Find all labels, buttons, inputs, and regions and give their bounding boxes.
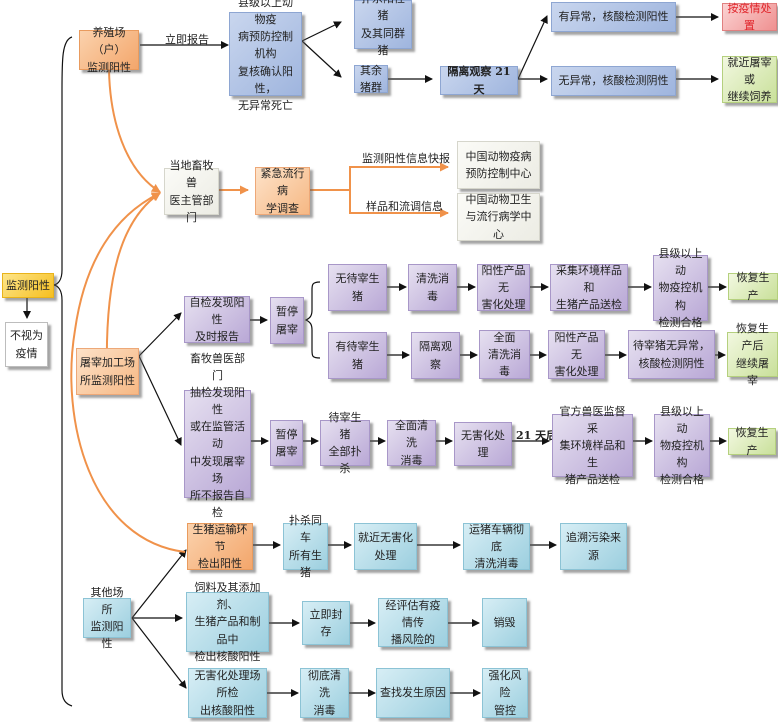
rest-herd-box: 其余猪群 bbox=[354, 64, 388, 94]
harmless-treatment-box-2: 阳性产品无 害化处理 bbox=[548, 330, 605, 379]
risk-assessed-box: 经评估有疫情传 播风险的 bbox=[378, 598, 448, 647]
resume-production-box-2: 恢复生产 bbox=[728, 426, 776, 457]
positive-info-report-label: 监测阳性信息快报 bbox=[362, 152, 450, 165]
local-vet-authority-box: 当地畜牧兽 医主管部门 bbox=[164, 159, 219, 224]
not-epidemic-box: 不视为 疫情 bbox=[5, 322, 48, 367]
root-brace bbox=[53, 36, 73, 707]
nearby-harmless-box: 就近无害化 处理 bbox=[354, 523, 417, 570]
china-epi-center-box: 中国动物卫生 与流行病学中心 bbox=[457, 193, 540, 241]
isolate-observe-box: 隔离观察 bbox=[411, 332, 460, 379]
pending-pigs-negative-box: 待宰猪无异常， 核酸检测阴性 bbox=[628, 330, 715, 379]
cull-same-truck-box: 扑杀同车 所有生猪 bbox=[283, 514, 328, 579]
full-clean-box-2: 全面清洗 消毒 bbox=[387, 419, 436, 467]
normal-negative-box: 无异常，核酸检测阴性 bbox=[551, 66, 676, 96]
harmless-treatment-box-1: 阳性产品无 害化处理 bbox=[477, 264, 530, 311]
harmless-site-positive-box: 无害化处理场所检 出核酸阳性 bbox=[188, 668, 267, 718]
self-check-report-box: 自检发现阳性 及时报告 bbox=[184, 296, 250, 343]
report-immediately-label: 立即报告 bbox=[165, 33, 209, 46]
china-disease-control-center-box: 中国动物疫病 预防控制中心 bbox=[457, 141, 540, 189]
feed-products-positive-box: 饲料及其添加剂、 生猪产品和制品中 检出核酸阳性 bbox=[186, 581, 269, 663]
after-21-days-label: 21 天后 bbox=[516, 429, 558, 442]
strengthen-risk-control-box: 强化风险 管控 bbox=[482, 668, 528, 718]
samples-info-label: 样品和流调信息 bbox=[366, 200, 443, 213]
county-test-pass-box-2: 县级以上动 物疫控机构 检测合格 bbox=[654, 405, 710, 486]
epi-survey-box: 紧急流行病 学调查 bbox=[255, 167, 310, 215]
abnormal-positive-box: 有异常，核酸检测阳性 bbox=[551, 2, 676, 32]
epidemic-handling-box: 按疫情处置 bbox=[722, 2, 777, 32]
other-sites-positive-box: 其他场所 监测阳性 bbox=[83, 586, 131, 650]
destroy-box: 销毁 bbox=[482, 598, 527, 647]
resume-then-slaughter-box: 恢复生产后 继续屠宰 bbox=[727, 322, 778, 387]
slaughter-or-feed-box: 就近屠宰或 继续饲养 bbox=[722, 56, 777, 103]
county-test-pass-box-1: 县级以上动 物疫控机构 检测合格 bbox=[653, 247, 708, 329]
official-sampling-box: 官方兽医监督采 集环境样品和生 猪产品送检 bbox=[552, 405, 633, 486]
pause-slaughter-box-2: 暂停 屠宰 bbox=[270, 420, 303, 466]
transport-to-vet-curve bbox=[70, 192, 186, 553]
resume-production-box-1: 恢复生产 bbox=[728, 271, 778, 302]
root-monitoring-positive: 监测阳性 bbox=[2, 273, 54, 298]
find-cause-box: 查找发生原因 bbox=[376, 668, 450, 718]
truck-disinfect-box: 运猪车辆彻底 清洗消毒 bbox=[463, 523, 530, 570]
county-agency-box: 县级以上动物疫 病预防控制机构 复核确认阳性， 无异常死亡 bbox=[229, 0, 302, 112]
official-check-positive-box: 畜牧兽医部门 抽检发现阳性 或在监管活动 中发现屠宰场 所不报告自检 阳性 bbox=[184, 352, 251, 536]
collect-samples-box: 采集环境样品和 生猪产品送检 bbox=[550, 264, 628, 311]
no-pending-pigs-box: 无待宰生猪 bbox=[328, 264, 387, 311]
thorough-disinfect-box: 彻底清洗 消毒 bbox=[300, 668, 349, 718]
quarantine-21-days-box: 隔离观察 21 天 bbox=[440, 65, 518, 96]
pending-pigs-box: 有待宰生猪 bbox=[328, 332, 387, 379]
clean-disinfect-box: 清洗消毒 bbox=[408, 264, 457, 311]
seal-immediately-box: 立即封存 bbox=[302, 601, 350, 645]
farm-to-vet-curve bbox=[108, 69, 161, 193]
cull-pending-pigs-box: 待宰生猪 全部扑杀 bbox=[320, 411, 370, 475]
transport-positive-box: 生猪运输环节 检出阳性 bbox=[187, 523, 253, 570]
full-clean-disinfect-box: 全面 清洗消毒 bbox=[479, 330, 530, 379]
trace-source-box: 追溯污染来源 bbox=[560, 523, 627, 570]
slaughter-to-vet-curve bbox=[105, 192, 161, 373]
farm-positive-box: 养殖场（户） 监测阳性 bbox=[79, 26, 139, 74]
pause-slaughter-box: 暂停 屠宰 bbox=[270, 297, 304, 344]
harmless-treatment-box-3: 无害化处理 bbox=[454, 422, 512, 466]
slaughterhouse-positive-box: 屠宰加工场 所监测阳性 bbox=[76, 348, 139, 395]
cull-positive-box: 扑杀阳性猪 及其同群猪 bbox=[354, 0, 412, 57]
